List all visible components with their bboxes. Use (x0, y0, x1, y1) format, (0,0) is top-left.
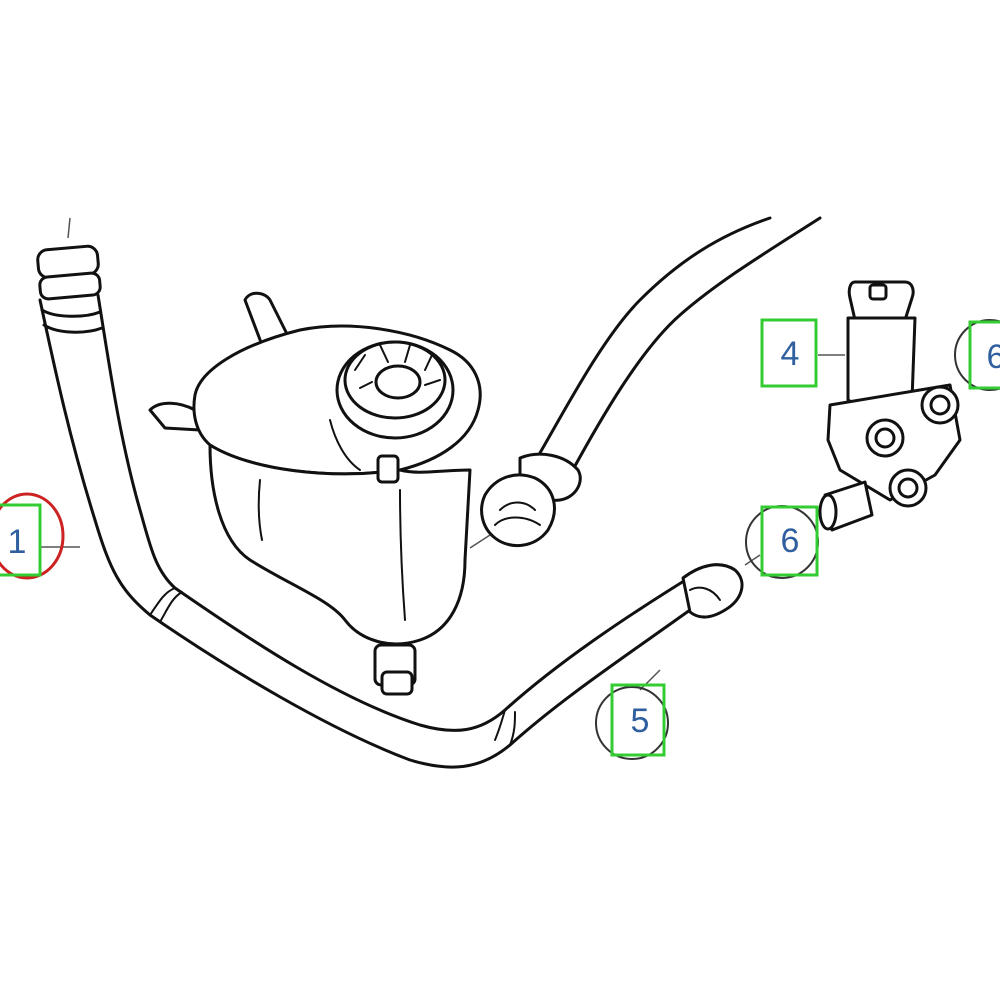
callout-4: 4 (760, 318, 818, 388)
callout-5: 5 (595, 683, 669, 760)
filler-cap (335, 340, 455, 440)
callout-1-ring (0, 492, 65, 580)
callout-5-box (610, 683, 666, 757)
callout-1: 1 (0, 492, 65, 580)
callout-6-mid-box (760, 505, 819, 577)
upper-coolant-hose (469, 216, 822, 549)
callout-6-mid-number: 6 (781, 522, 800, 560)
callout-6-top-number: 6 (987, 338, 1000, 376)
callout-1-box (0, 503, 42, 577)
callout-6-mid: 6 (745, 505, 819, 579)
callout-4-number: 4 (781, 335, 800, 373)
callout-1-number: 1 (8, 523, 27, 561)
leader-5 (639, 669, 661, 691)
callout-4-box (760, 318, 818, 388)
callout-6-top: 6 (954, 319, 1000, 391)
coolant-valve (818, 280, 962, 532)
callout-6-top-box (968, 320, 1000, 390)
callout-5-ring (595, 686, 669, 760)
callout-5-number: 5 (631, 702, 650, 740)
leader-6b (744, 554, 761, 566)
lower-coolant-hose (36, 217, 744, 769)
callout-6-top-ring (954, 319, 1000, 391)
